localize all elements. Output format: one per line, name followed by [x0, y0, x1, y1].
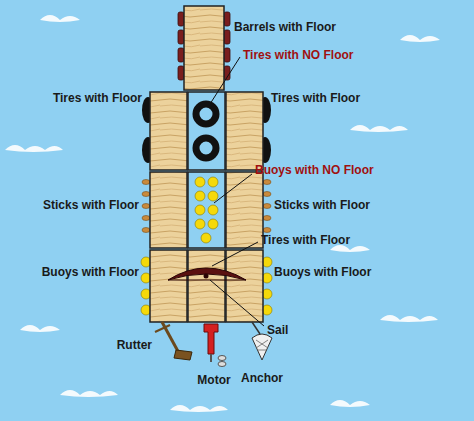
part-label: Motor	[197, 373, 230, 387]
part-label: Buoys with NO Floor	[255, 163, 374, 177]
part-label: Sail	[267, 323, 288, 337]
leader-lines	[210, 57, 264, 326]
part-label: Barrels with Floor	[234, 20, 336, 34]
part-label: Tires with NO Floor	[243, 48, 353, 62]
part-label: Buoys with Floor	[274, 265, 371, 279]
sail	[168, 268, 246, 280]
part-label: Tires with Floor	[53, 91, 142, 105]
part-label: Sticks with Floor	[43, 198, 139, 212]
part-label: Tires with Floor	[271, 91, 360, 105]
part-label: Sticks with Floor	[274, 198, 370, 212]
part-label: Anchor	[241, 371, 283, 385]
part-label: Rutter	[117, 338, 152, 352]
part-label: Buoys with Floor	[42, 265, 139, 279]
motor-icon	[204, 324, 226, 367]
rutter-icon	[155, 322, 192, 360]
part-label: Tires with Floor	[261, 233, 350, 247]
